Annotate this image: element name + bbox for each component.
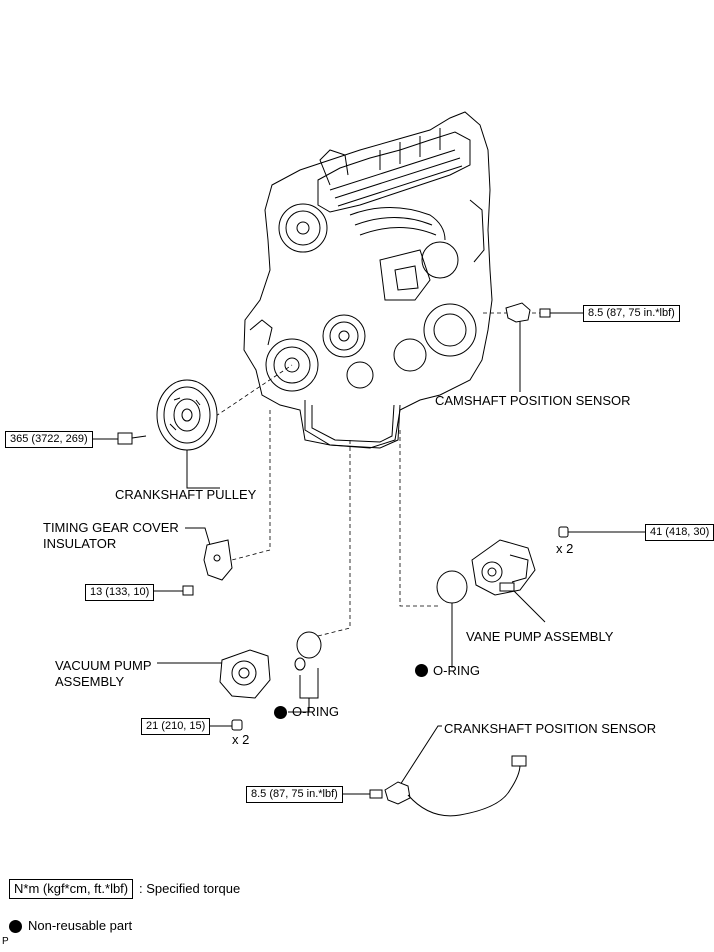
label-qty-vacuum-pump: x 2 [232, 732, 250, 747]
label-oring-1: O-RING [292, 704, 339, 719]
engine-diagram [92, 111, 645, 817]
leader-lines [92, 312, 645, 795]
vane-pump-part [436, 526, 569, 604]
legend-nonreusable-description: Non-reusable part [28, 918, 133, 933]
legend-torque-description: : Specified torque [139, 881, 241, 896]
camshaft-position-sensor-part [505, 302, 551, 323]
corner-mark: P [2, 936, 9, 947]
nonreusable-mark-oring-1 [274, 706, 287, 719]
label-qty-vane-pump: x 2 [556, 541, 574, 556]
label-timing-gear-cover-insulator: TIMING GEAR COVER INSULATOR [43, 520, 179, 551]
vacuum-pump-part [219, 631, 322, 731]
crankshaft-pulley-part [117, 379, 218, 451]
crankshaft-position-sensor-part [369, 755, 527, 817]
legend-torque-box: N*m (kgf*cm, ft.*lbf) [9, 879, 134, 899]
timing-gear-cover-insulator-part [182, 539, 233, 596]
engine-block-illustration [243, 111, 493, 449]
label-crankshaft-pulley: CRANKSHAFT PULLEY [115, 487, 257, 502]
label-vacuum-pump-assembly: VACUUM PUMP ASSEMBLY [55, 658, 152, 689]
torque-crankshaft-sensor-bolt: 8.5 (87, 75 in.*lbf) [246, 786, 343, 803]
torque-pulley-bolt: 365 (3722, 269) [5, 431, 93, 448]
label-oring-2: O-RING [433, 663, 480, 678]
legend-nonreusable-dot [9, 920, 22, 933]
label-vane-pump-assembly: VANE PUMP ASSEMBLY [466, 629, 614, 644]
torque-vane-pump-nut: 41 (418, 30) [645, 524, 714, 541]
torque-camshaft-sensor-bolt: 8.5 (87, 75 in.*lbf) [583, 305, 680, 322]
nonreusable-mark-oring-2 [415, 664, 428, 677]
label-camshaft-position-sensor: CAMSHAFT POSITION SENSOR [435, 393, 631, 408]
label-crankshaft-position-sensor: CRANKSHAFT POSITION SENSOR [444, 721, 657, 736]
torque-insulator-bolt: 13 (133, 10) [85, 584, 155, 601]
torque-vacuum-pump-nut: 21 (210, 15) [141, 718, 211, 735]
